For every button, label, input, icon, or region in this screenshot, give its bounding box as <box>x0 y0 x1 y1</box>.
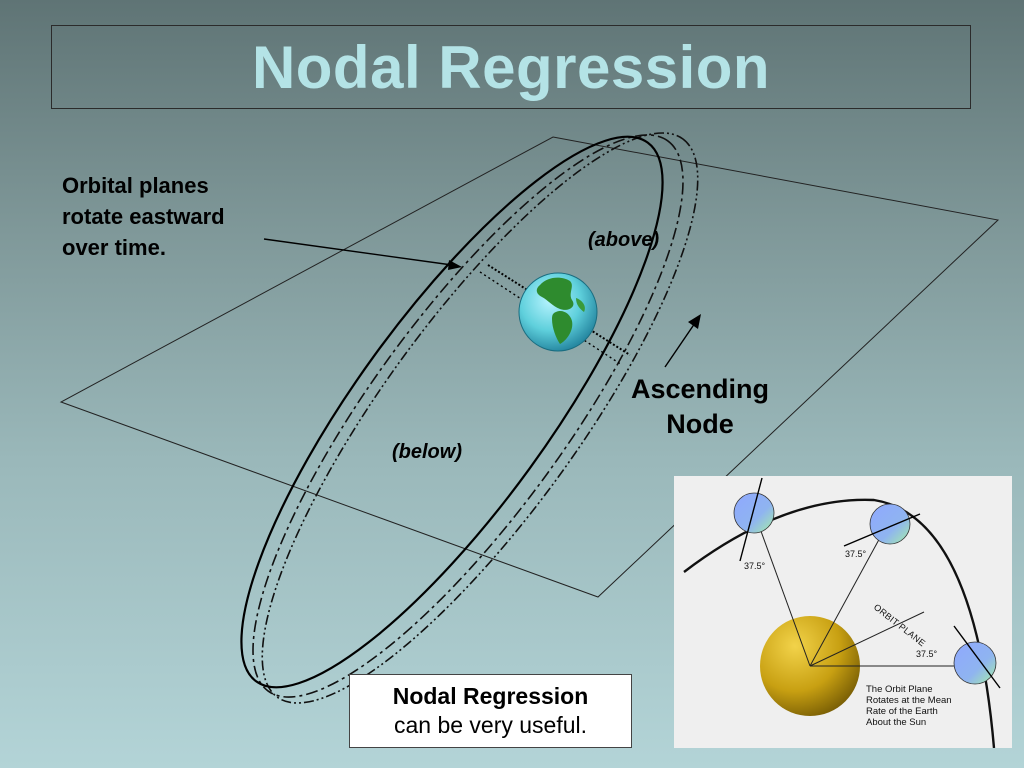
line-of-nodes-secondary <box>479 271 623 366</box>
page-title: Nodal Regression <box>251 33 771 101</box>
caption-title: Nodal Regression <box>392 683 589 709</box>
plane-line-3 <box>953 625 1001 689</box>
above-label: (above) <box>588 229 660 251</box>
sun-orbit-inset: 37.5° 37.5° 37.5° ORBIT PLANE The Orbit … <box>674 476 1012 748</box>
title-box: Nodal Regression <box>51 25 971 109</box>
earth-globe-icon <box>518 272 598 352</box>
angle-label-2: 37.5° <box>845 549 867 559</box>
caption-text: can be very useful. <box>393 712 588 738</box>
inset-note: The Orbit Plane Rotates at the Mean Rate… <box>866 684 952 728</box>
orbit-ellipse-current <box>240 135 664 689</box>
ascending-node-arrowhead <box>688 314 701 329</box>
inset-diagram <box>683 477 1001 748</box>
radius-line-1 <box>753 511 811 667</box>
reference-plane <box>59 136 1000 598</box>
angle-label-3: 37.5° <box>916 649 938 659</box>
ascending-node-arrow <box>664 322 696 368</box>
earth-position-1-icon <box>733 492 775 534</box>
caption-box: Nodal Regression can be very useful. <box>349 674 632 748</box>
orbital-planes-label: Orbital planes rotate eastward over time… <box>62 173 225 260</box>
orbit-ellipse-previous-1 <box>252 134 684 698</box>
plane-line-1 <box>739 477 763 562</box>
earth-position-3-icon <box>953 641 997 685</box>
orbital-planes-arrowhead <box>448 260 462 270</box>
orbital-planes-arrow <box>263 238 453 266</box>
plane-line-2 <box>843 513 921 547</box>
orbit-plane-line <box>809 611 925 667</box>
radius-line-2 <box>809 522 889 667</box>
ascending-node-label: Ascending Node <box>630 374 770 439</box>
earth-position-2-icon <box>869 503 911 545</box>
orbit-ellipse-previous-2 <box>261 132 699 704</box>
angle-label-1: 37.5° <box>744 561 766 571</box>
below-label: (below) <box>392 441 462 463</box>
